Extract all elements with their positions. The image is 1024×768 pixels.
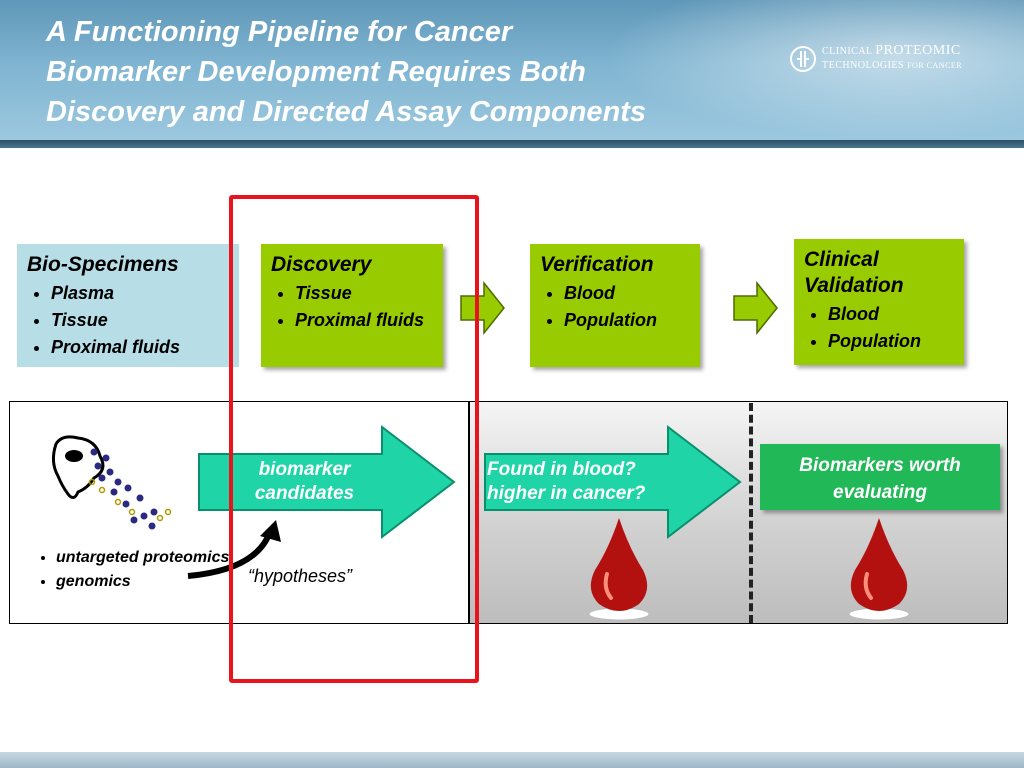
title-line-1: A Functioning Pipeline for Cancer — [46, 16, 513, 48]
found-line-1: Found in blood? — [487, 459, 636, 480]
dashed-divider — [749, 403, 753, 623]
blood-drop-icon — [588, 518, 650, 621]
curved-arrow-icon — [187, 520, 281, 579]
right-arrow-icon — [460, 280, 505, 336]
worth-line-2: evaluating — [833, 482, 927, 503]
biomarker-candidates-label: biomarker candidates — [222, 458, 387, 506]
found-in-blood-label: Found in blood? higher in cancer? — [487, 458, 687, 506]
header-glow — [604, 0, 1024, 140]
verification-title: Verification — [540, 253, 654, 276]
verification-panel — [469, 401, 1008, 624]
bio-specimens-list: Plasma Tissue Proximal fluids — [27, 280, 229, 361]
list-item: Plasma — [51, 280, 229, 307]
list-item: Tissue — [295, 280, 433, 307]
discovery-methods-list: untargeted proteomics genomics — [38, 546, 229, 594]
cptc-logo-icon — [790, 46, 816, 72]
logo-word-proteomic: PROTEOMIC — [875, 43, 961, 58]
bio-specimens-box: Bio-Specimens Plasma Tissue Proximal flu… — [17, 244, 239, 367]
biomarkers-worth-evaluating-box: Biomarkers worth evaluating — [760, 444, 1000, 510]
cptc-logo: CLINICAL PROTEOMIC TECHNOLOGIES FOR CANC… — [788, 42, 988, 82]
list-item: Proximal fluids — [51, 334, 229, 361]
slide-header: A Functioning Pipeline for Cancer Biomar… — [0, 0, 1024, 140]
cell-icon — [51, 435, 172, 530]
clinical-validation-box: Clinical Validation Blood Population — [794, 239, 964, 365]
slide-title: A Functioning Pipeline for Cancer Biomar… — [46, 12, 776, 132]
discovery-highlight-frame — [229, 195, 479, 683]
discovery-list: Tissue Proximal fluids — [271, 280, 433, 334]
slide-footer — [0, 752, 1024, 768]
title-line-2: Biomarker Development Requires Both — [46, 56, 586, 88]
list-item: Blood — [564, 280, 690, 307]
bio-specimens-title: Bio-Specimens — [27, 253, 179, 276]
found-line-2: higher in cancer? — [487, 483, 646, 504]
list-item: Population — [564, 307, 690, 334]
clinical-title-line-2: Validation — [804, 274, 904, 297]
blood-drop-icon — [848, 518, 910, 621]
logo-word-clinical: CLINICAL — [822, 46, 873, 57]
hypotheses-label: “hypotheses” — [248, 566, 353, 586]
discovery-title: Discovery — [271, 253, 372, 276]
logo-text: CLINICAL PROTEOMIC TECHNOLOGIES FOR CANC… — [822, 44, 962, 73]
verification-list: Blood Population — [540, 280, 690, 334]
right-arrow-icon — [733, 280, 778, 336]
logo-word-for-cancer: FOR CANCER — [907, 61, 963, 70]
candidates-line-2: candidates — [254, 483, 355, 504]
clinical-validation-title: Clinical Validation — [804, 247, 954, 299]
list-item: Proximal fluids — [295, 307, 433, 334]
list-item: Blood — [828, 301, 954, 328]
candidates-line-1: biomarker — [258, 459, 351, 480]
title-line-3: Discovery and Directed Assay Components — [46, 96, 647, 128]
list-item: genomics — [56, 570, 229, 594]
discovery-box: Discovery Tissue Proximal fluids — [261, 244, 443, 367]
worth-line-1: Biomarkers worth — [799, 455, 961, 476]
clinical-title-line-1: Clinical — [804, 248, 879, 271]
verification-arrow — [484, 424, 742, 540]
logo-word-technologies: TECHNOLOGIES — [822, 60, 905, 71]
list-item: Tissue — [51, 307, 229, 334]
clinical-validation-list: Blood Population — [804, 301, 954, 355]
header-divider — [0, 140, 1024, 148]
list-item: untargeted proteomics — [56, 546, 229, 570]
list-item: Population — [828, 328, 954, 355]
verification-box: Verification Blood Population — [530, 244, 700, 367]
